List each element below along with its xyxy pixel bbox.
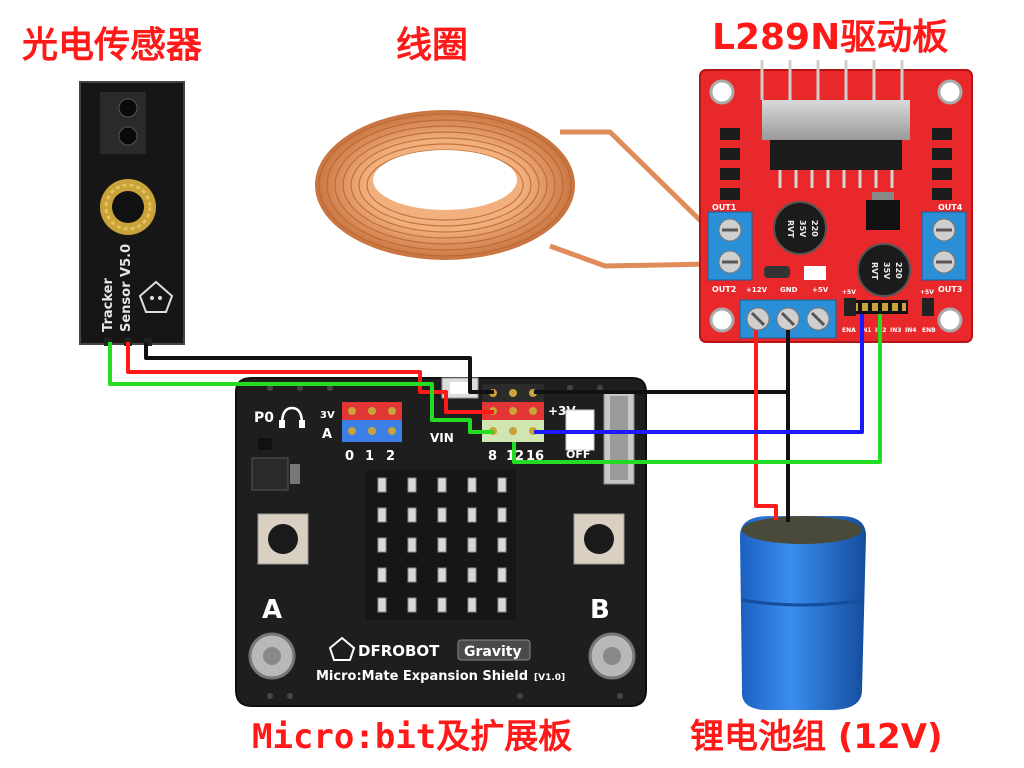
svg-text:35V: 35V xyxy=(882,262,891,280)
in1-label: IN1 xyxy=(860,327,871,334)
mounting-hole-icon xyxy=(709,79,735,105)
l298n-chip xyxy=(770,140,902,170)
wire-driver-12v-battery xyxy=(754,330,778,520)
button-a[interactable] xyxy=(257,513,309,565)
pin-header-left xyxy=(342,402,402,442)
wire-in2 xyxy=(512,314,882,464)
p0-label: P0 xyxy=(254,410,274,426)
mounting-hole-icon xyxy=(709,307,735,333)
button-b-label: B xyxy=(590,595,610,625)
mounting-hole-icon xyxy=(937,79,963,105)
mounting-hole-icon xyxy=(937,307,963,333)
led-matrix xyxy=(366,470,516,620)
off-label: OFF xyxy=(566,448,590,461)
pin1-label: 1 xyxy=(365,449,374,464)
in3-label: IN3 xyxy=(890,327,901,334)
svg-text:RVT: RVT xyxy=(870,262,879,280)
v3-label: 3V xyxy=(320,410,335,421)
capacitor-2 xyxy=(857,243,911,297)
out1-label: OUT1 xyxy=(712,203,737,212)
svg-text:+5V: +5V xyxy=(920,289,934,296)
wire-sensor-signal xyxy=(108,342,494,434)
enb-label: ENB xyxy=(922,327,936,334)
pin0-label: 0 xyxy=(345,449,354,464)
svg-text:35V: 35V xyxy=(798,220,807,238)
vin-label: VIN xyxy=(430,431,454,445)
button-b[interactable] xyxy=(573,513,625,565)
ena-label: ENA xyxy=(842,327,856,334)
wire-sensor-vcc xyxy=(126,342,494,414)
microbit-label: Micro:bit及扩展板 xyxy=(252,717,573,757)
coil xyxy=(315,110,714,269)
gnd-label: GND xyxy=(780,286,798,294)
wire-sensor-gnd xyxy=(144,342,494,394)
gravity-text: Gravity xyxy=(464,644,522,660)
plus12v-label: +12V xyxy=(746,286,768,294)
headphone-icon xyxy=(279,406,305,428)
svg-text:RVT: RVT xyxy=(786,220,795,238)
coil-label: 线圈 xyxy=(396,25,469,66)
a-pin-label: A xyxy=(322,427,332,442)
wires xyxy=(108,314,882,522)
brand-text: DFROBOT xyxy=(358,642,440,660)
tracker-sensor-board: Tracker Sensor V5.0 xyxy=(79,81,185,346)
button-a-label: A xyxy=(262,595,282,625)
battery-label: 锂电池组 (12V) xyxy=(690,717,943,757)
svg-text:220: 220 xyxy=(894,262,903,279)
sensor-text-line2: Sensor V5.0 xyxy=(119,244,134,332)
screw-pad-icon xyxy=(248,632,296,680)
micromate-expansion-shield: P0 3V A 0 1 2 VIN xyxy=(235,377,647,707)
in4-label: IN4 xyxy=(905,327,916,334)
screw-pad-icon xyxy=(588,632,636,680)
sensor-label: 光电传感器 xyxy=(22,25,203,66)
out3-label: OUT3 xyxy=(938,285,962,294)
pin8-label: 8 xyxy=(488,449,497,464)
driver-label: L289N驱动板 xyxy=(712,17,949,58)
version-text: [V1.0] xyxy=(534,673,565,683)
shield-name-text: Micro:Mate Expansion Shield xyxy=(316,669,528,684)
svg-text:+5V: +5V xyxy=(842,289,856,296)
pin2-label: 2 xyxy=(386,449,395,464)
svg-text:220: 220 xyxy=(810,220,819,237)
wire-in1 xyxy=(534,314,864,434)
plus5v-label: +5V xyxy=(812,286,829,294)
out4-label: OUT4 xyxy=(938,203,963,212)
out2-label: OUT2 xyxy=(712,285,736,294)
capacitor-1 xyxy=(773,201,827,255)
heatsink xyxy=(762,100,910,140)
robot-logo-icon xyxy=(138,280,174,313)
sensor-text-line1: Tracker xyxy=(101,278,116,332)
lithium-battery-pack xyxy=(740,516,866,710)
dfrobot-logo-icon xyxy=(328,636,356,661)
l298n-driver-board: OUT1 OUT2 OUT4 OUT3 220 35V RVT 220 35V … xyxy=(699,60,973,343)
voltage-regulator xyxy=(866,200,900,230)
